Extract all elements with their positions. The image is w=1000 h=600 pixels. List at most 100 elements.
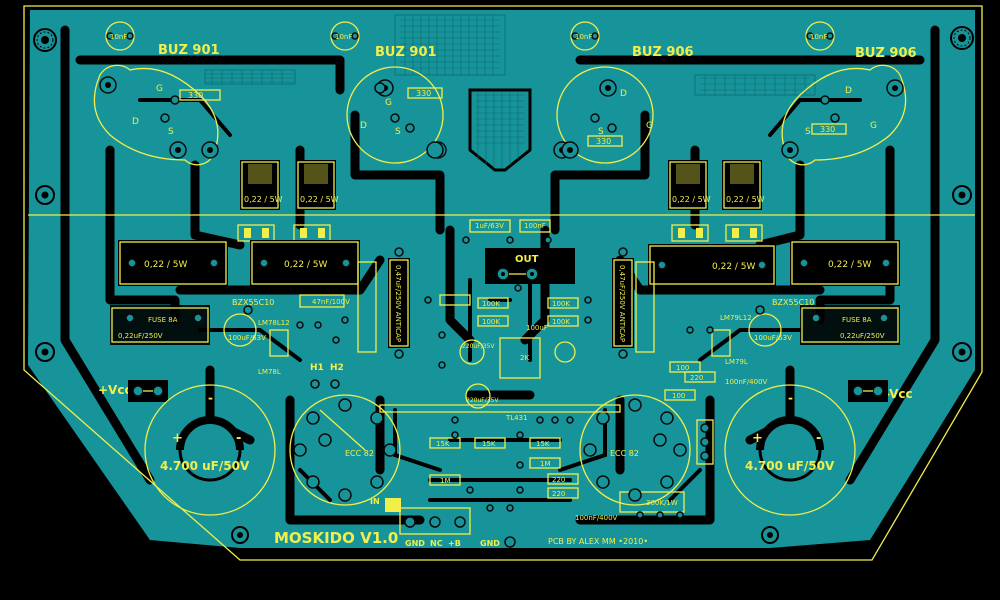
svg-text:LM79L12: LM79L12 <box>720 314 752 322</box>
svg-text:100K: 100K <box>482 318 500 326</box>
svg-text:G: G <box>870 121 877 131</box>
mosfet-label-1: BUZ 901 <box>158 43 220 58</box>
small-caps: 10nF 10nF 10nF 10nF <box>105 21 835 51</box>
svg-text:ECC 82: ECC 82 <box>345 449 374 458</box>
svg-text:+B: +B <box>448 539 461 548</box>
svg-text:330: 330 <box>416 89 431 98</box>
film-caps: 0,47uF/250V ANTICAP 0,47uF/250V ANTICAP <box>357 247 655 359</box>
svg-text:100K: 100K <box>552 300 570 308</box>
svg-text:NC: NC <box>430 539 443 548</box>
svg-text:FUSE 8A: FUSE 8A <box>148 316 178 324</box>
board-credit: PCB BY ALEX MM •2010• <box>548 537 648 546</box>
svg-text:D: D <box>845 86 852 96</box>
svg-text:330: 330 <box>596 137 611 146</box>
svg-text:1M: 1M <box>540 460 551 468</box>
negative-rail-label: -Vcc <box>885 387 913 401</box>
center-signal-area: 100K 100K 100K 100K 220uF/35V 220uF/35V … <box>296 284 768 522</box>
svg-text:S: S <box>598 127 604 137</box>
mosfet-aux-pads <box>169 82 579 159</box>
supply-cap-right: + - - 4.700 uF/50V <box>724 384 856 516</box>
board-title: MOSKIDO V1.0 <box>274 529 398 547</box>
svg-text:TL431: TL431 <box>505 414 528 422</box>
svg-text:LM78L: LM78L <box>258 368 281 376</box>
svg-text:100uF/63V: 100uF/63V <box>754 334 792 342</box>
central-mesh <box>204 14 816 172</box>
svg-text:100nF/400V: 100nF/400V <box>575 514 618 522</box>
svg-text:220: 220 <box>690 374 703 382</box>
svg-text:G: G <box>385 98 392 108</box>
svg-text:ECC 82: ECC 82 <box>610 449 639 458</box>
svg-text:0,47uF/250V ANTICAP: 0,47uF/250V ANTICAP <box>618 265 626 342</box>
svg-text:+: + <box>752 431 763 446</box>
positive-rail-label: +Vcc <box>98 383 132 397</box>
svg-text:0,22uF/250V: 0,22uF/250V <box>840 332 885 340</box>
cap-label: 10nF <box>810 33 827 41</box>
svg-text:330: 330 <box>188 91 203 100</box>
mosfet-label-4: BUZ 906 <box>855 46 917 61</box>
svg-text:220: 220 <box>552 476 565 484</box>
svg-text:300K/1W: 300K/1W <box>646 499 678 507</box>
svg-text:100K: 100K <box>552 318 570 326</box>
tube-socket-left: ECC 82 <box>289 394 401 506</box>
svg-text:0,22 / 5W: 0,22 / 5W <box>244 195 283 204</box>
svg-text:S: S <box>805 127 811 137</box>
mosfet-label-3: BUZ 906 <box>632 45 694 60</box>
svg-text:-: - <box>788 391 793 405</box>
svg-text:-: - <box>208 391 213 405</box>
svg-text:0,22uF/250V: 0,22uF/250V <box>118 332 163 340</box>
svg-text:220uF/35V: 220uF/35V <box>462 343 495 350</box>
svg-text:0,22 / 5W: 0,22 / 5W <box>726 195 765 204</box>
svg-text:220uF/35V: 220uF/35V <box>466 397 499 404</box>
svg-text:220: 220 <box>552 490 565 498</box>
svg-text:G: G <box>646 121 653 131</box>
svg-text:BZX55C10: BZX55C10 <box>232 298 274 307</box>
svg-text:0,22 / 5W: 0,22 / 5W <box>300 195 339 204</box>
svg-text:IN: IN <box>370 497 380 506</box>
svg-text:H2: H2 <box>330 363 344 373</box>
svg-text:-: - <box>816 431 821 446</box>
input-connector: IN GND NC +B GND <box>370 497 516 548</box>
tube-socket-right: ECC 82 <box>579 394 691 506</box>
svg-text:D: D <box>132 117 139 127</box>
svg-text:S: S <box>395 127 401 137</box>
svg-text:LM79L: LM79L <box>725 358 748 366</box>
svg-text:FUSE 8A: FUSE 8A <box>842 316 872 324</box>
svg-text:0,47uF/250V ANTICAP: 0,47uF/250V ANTICAP <box>394 265 402 342</box>
tube-link <box>379 404 714 465</box>
svg-text:100: 100 <box>676 364 689 372</box>
svg-text:0,22 / 5W: 0,22 / 5W <box>144 260 188 270</box>
board-outline <box>23 5 983 561</box>
svg-text:100: 100 <box>672 392 685 400</box>
svg-text:100uF: 100uF <box>526 324 548 332</box>
svg-text:GND: GND <box>405 539 425 548</box>
svg-text:+: + <box>172 431 183 446</box>
svg-text:330: 330 <box>820 125 835 134</box>
mosfet-label-2: BUZ 901 <box>375 45 437 60</box>
svg-text:4.700 uF/50V: 4.700 uF/50V <box>745 459 835 473</box>
supply-cap-left: + - - 4.700 uF/50V <box>144 384 276 516</box>
mounting-holes <box>33 26 974 544</box>
svg-text:D: D <box>620 89 627 99</box>
svg-text:BZX55C10: BZX55C10 <box>772 298 814 307</box>
output-terminal: OUT <box>485 248 575 284</box>
svg-text:OUT: OUT <box>515 254 539 265</box>
svg-text:H1: H1 <box>310 363 324 373</box>
mosfet-footprint-1: G D S 330 <box>93 64 221 166</box>
right-supply-block: FUSE 8A 0,22uF/250V BZX55C10 100uF/63V L… <box>711 298 900 366</box>
svg-text:0,22 / 5W: 0,22 / 5W <box>828 260 872 270</box>
svg-text:4.700 uF/50V: 4.700 uF/50V <box>160 459 250 473</box>
mosfet-footprint-4: D G S 330 <box>781 64 907 166</box>
rail-terminals <box>128 380 888 402</box>
top-center-parts: 1uF/63V 100nF <box>462 219 552 244</box>
svg-text:100nF: 100nF <box>524 222 546 230</box>
svg-text:1M: 1M <box>440 477 451 485</box>
svg-text:S: S <box>168 127 174 137</box>
thin-channels <box>138 98 862 502</box>
svg-text:0,22 / 5W: 0,22 / 5W <box>284 260 328 270</box>
svg-text:100K: 100K <box>482 300 500 308</box>
svg-text:15K: 15K <box>536 440 550 448</box>
svg-text:D: D <box>360 121 367 131</box>
cap-label: 10nF <box>575 33 592 41</box>
isolation-channels <box>60 25 940 525</box>
